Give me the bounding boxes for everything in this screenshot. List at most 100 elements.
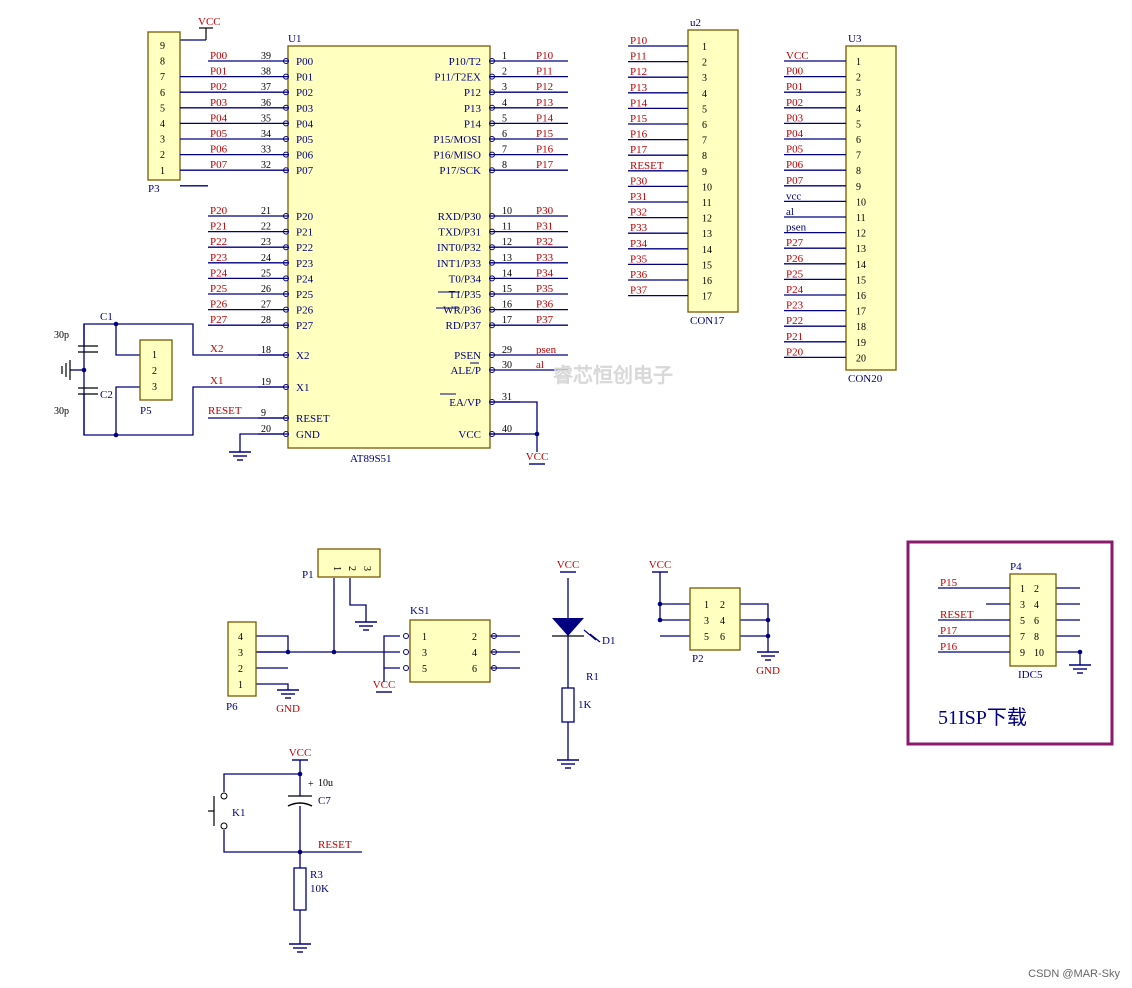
p4-pin-number: 8 [1034, 632, 1039, 643]
u2-connector-body [687, 29, 739, 313]
pin-end [489, 322, 495, 329]
p6-pin-number: 3 [238, 648, 243, 659]
mcu-pin-number: 18 [261, 345, 271, 356]
u3-net-label: psen [786, 222, 807, 234]
mcu-pin-name: P16/MISO [433, 150, 481, 162]
p2-header-body [689, 587, 741, 651]
mcu-pin-number: 21 [261, 206, 271, 217]
u3-part: CON20 [848, 373, 883, 385]
p2-pin-number: 6 [720, 632, 725, 643]
u3-pin-number: 4 [856, 104, 861, 115]
net-label: P23 [210, 252, 228, 264]
net-label: P30 [536, 205, 554, 217]
r3-ref: R3 [310, 869, 323, 881]
u3-connector-body [845, 45, 897, 371]
watermark: 睿芯恒创电子 [553, 363, 673, 387]
pin-end [283, 275, 289, 282]
p3-pin-number: 4 [160, 119, 165, 130]
u2-net-label: P10 [630, 35, 648, 47]
p5-pin-number: 1 [152, 350, 157, 361]
mcu-pin-number: 14 [502, 268, 512, 279]
mcu-pin-name: P02 [296, 87, 313, 99]
p4-pin-number: 3 [1020, 600, 1025, 611]
pin-end [491, 633, 497, 639]
u3-net-label: P26 [786, 253, 804, 265]
mcu-pin-name: P05 [296, 134, 314, 146]
pin-end [283, 228, 289, 235]
p6-pin-number: 2 [238, 664, 243, 675]
p3-pin-number: 9 [160, 41, 165, 52]
u2-net-label: P11 [630, 51, 647, 63]
u2-pin-number: 4 [702, 89, 707, 100]
net-label: P33 [536, 252, 554, 264]
mcu-pin-name: P04 [296, 118, 314, 130]
ks1-switch-body [409, 619, 491, 683]
mcu-pin-number: 37 [261, 82, 271, 93]
mcu-pin-name: X1 [296, 382, 309, 394]
u3-ref: U3 [848, 33, 862, 45]
mcu-pin-name: EA/VP [449, 397, 481, 409]
u3-net-label: P07 [786, 175, 804, 187]
mcu-pin-name: P06 [296, 150, 314, 162]
u3-net-label: VCC [786, 50, 809, 62]
net-x1: X1 [210, 375, 223, 387]
u2-pin-number: 16 [702, 276, 712, 287]
u2-pin-number: 13 [702, 229, 712, 240]
ks1-pin-number: 4 [472, 648, 477, 659]
net-label: P35 [536, 283, 554, 295]
mcu-pin-name: P07 [296, 165, 314, 177]
mcu-pin-number: 33 [261, 145, 271, 156]
isp-net-label: RESET [940, 609, 974, 621]
u3-net-label: P25 [786, 268, 804, 280]
c7-plus: + [308, 779, 314, 790]
mcu-pin-name: ALE/P [450, 365, 481, 377]
pin-end [489, 431, 495, 437]
mcu-pin-name: P12 [464, 87, 481, 99]
u2-net-label: P37 [630, 285, 648, 297]
p2-pin-number: 2 [720, 600, 725, 611]
pin-end [403, 665, 409, 671]
p2-gnd-label: GND [756, 665, 780, 677]
u2-net-label: P32 [630, 207, 647, 219]
u1-part: AT89S51 [350, 453, 392, 465]
p1-pin-number: 2 [346, 566, 357, 571]
net-label: P14 [536, 112, 554, 124]
u3-pin-number: 9 [856, 182, 861, 193]
u2-pin-number: 11 [702, 198, 712, 209]
net-label: P10 [536, 50, 554, 62]
net-label: P22 [210, 236, 227, 248]
u3-pin-number: 3 [856, 88, 861, 99]
ks1-pin-number: 3 [422, 648, 427, 659]
mcu-pin-number: 24 [261, 253, 271, 264]
p2-pin-number: 1 [704, 600, 709, 611]
u3-net-label: vcc [786, 190, 801, 202]
net-label: P32 [536, 236, 553, 248]
mcu-pin-name: P15/MOSI [433, 134, 481, 146]
u2-pin-number: 8 [702, 151, 707, 162]
pin-end [489, 399, 495, 405]
net-label: P12 [536, 81, 553, 93]
u3-pin-number: 1 [856, 57, 861, 68]
pin-end [491, 665, 497, 671]
pin-end [283, 291, 289, 297]
u2-net-label: P35 [630, 253, 648, 265]
net-reset-circuit: RESET [318, 839, 352, 851]
mcu-pin-number: 3 [502, 82, 507, 93]
u2-pin-number: 5 [702, 104, 707, 115]
mcu-pin-name: P27 [296, 320, 314, 332]
pin-end [489, 367, 495, 373]
pin-end [491, 649, 497, 655]
net-label: P25 [210, 283, 228, 295]
net-label: P05 [210, 128, 228, 140]
mcu-pin-name: P23 [296, 258, 314, 270]
u3-pin-number: 16 [856, 291, 866, 302]
c2-value: 30p [54, 406, 69, 417]
mcu-pin-name: P03 [296, 103, 314, 115]
ks1-ref: KS1 [410, 605, 430, 617]
p4-ref: P4 [1010, 561, 1022, 573]
mcu-pin-number: 26 [261, 284, 271, 295]
u3-net-label: P01 [786, 81, 803, 93]
u2-net-label: P33 [630, 222, 648, 234]
mcu-pin-number: 10 [502, 206, 512, 217]
u3-pin-number: 20 [856, 353, 866, 364]
